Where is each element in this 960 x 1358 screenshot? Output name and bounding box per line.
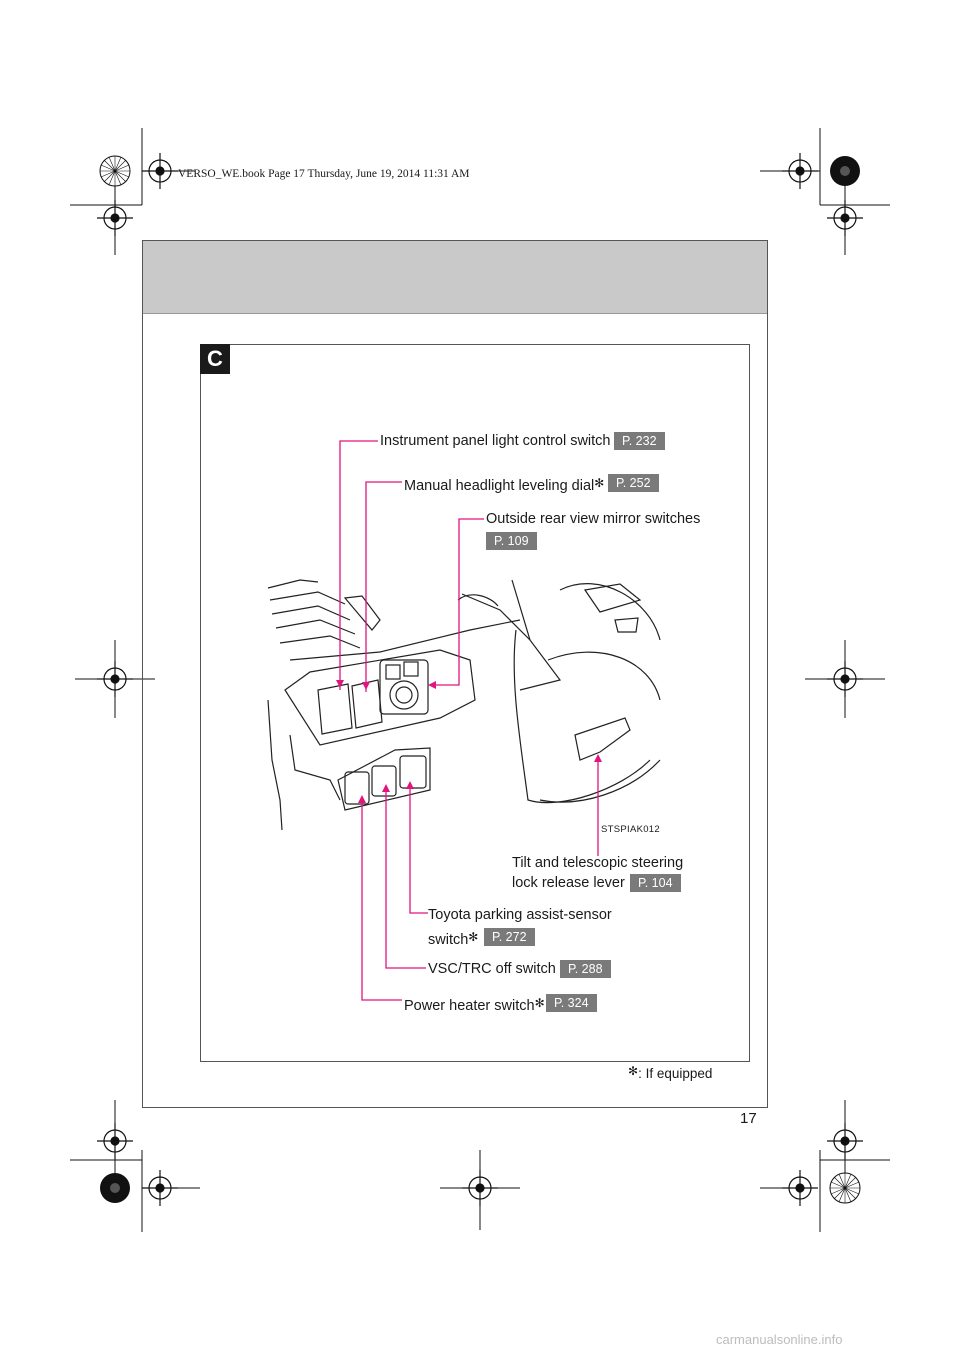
headlight-leveling-label: Manual headlight leveling dial✻ — [404, 476, 605, 494]
headlight-leveling-page-ref[interactable]: P. 252 — [608, 474, 659, 492]
tilt-steering-label-line2: lock release lever — [512, 875, 625, 891]
power-heater-label: Power heater switch✻ — [404, 996, 545, 1014]
if-equipped-star: ✻ — [468, 930, 479, 944]
section-letter-tab: C — [200, 344, 230, 374]
tilt-steering-label-line1: Tilt and telescopic steering — [512, 855, 684, 871]
parking-assist-label-line1: Toyota parking assist-sensor — [428, 907, 612, 923]
watermark: carmanualsonline.info — [716, 1332, 843, 1347]
figure-panel — [200, 344, 750, 1062]
header-band — [142, 240, 768, 314]
power-heater-page-ref[interactable]: P. 324 — [546, 994, 597, 1012]
parking-assist-page-ref[interactable]: P. 272 — [484, 928, 535, 946]
instrument-panel-page-ref[interactable]: P. 232 — [614, 432, 665, 450]
instrument-panel-label: Instrument panel light control switch — [380, 433, 611, 449]
footnote-star: ✻ — [628, 1064, 639, 1078]
figure-code: STSPIAK012 — [601, 824, 660, 835]
page-frame — [142, 240, 768, 1108]
mirror-switches-page-ref[interactable]: P. 109 — [486, 532, 537, 550]
if-equipped-star: ✻ — [534, 996, 545, 1010]
if-equipped-footnote: ✻: If equipped — [628, 1064, 713, 1081]
tilt-steering-page-ref[interactable]: P. 104 — [630, 874, 681, 892]
page-number: 17 — [740, 1110, 757, 1127]
parking-assist-label-line2: switch✻ — [428, 930, 479, 948]
vsc-trc-label: VSC/TRC off switch — [428, 961, 556, 977]
vsc-trc-page-ref[interactable]: P. 288 — [560, 960, 611, 978]
book-info-line: VERSO_WE.book Page 17 Thursday, June 19,… — [178, 168, 470, 180]
if-equipped-star: ✻ — [594, 476, 605, 490]
mirror-switches-label: Outside rear view mirror switches — [486, 511, 701, 527]
